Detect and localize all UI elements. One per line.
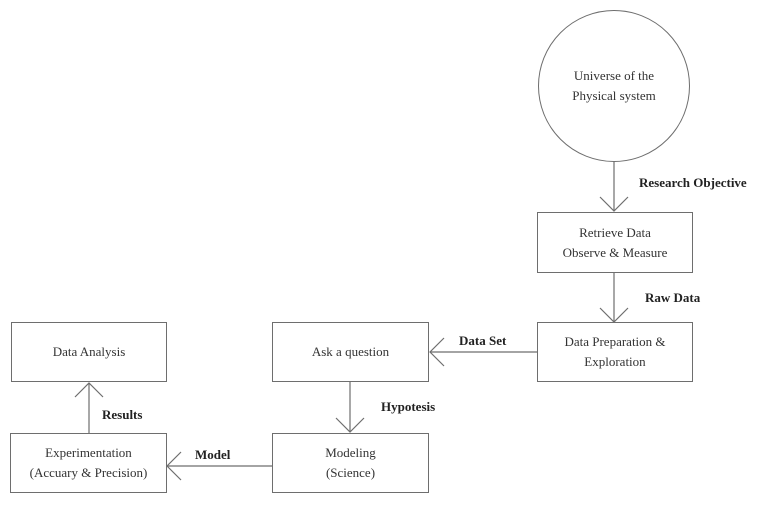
node-ask-question: Ask a question xyxy=(272,322,429,382)
edge-label-data-set: Data Set xyxy=(459,333,507,348)
node-modeling-line2: (Science) xyxy=(325,465,376,480)
edge-hypotesis-arrowhead xyxy=(335,417,365,433)
edge-label-results: Results xyxy=(102,407,143,422)
edge-label-research-objective: Research Objective xyxy=(639,175,747,190)
edge-model-arrowhead xyxy=(166,451,182,481)
node-experimentation-line1: Experimentation xyxy=(45,445,132,460)
node-experimentation: Experimentation (Accuary & Precision) xyxy=(10,433,167,493)
edge-label-raw-data: Raw Data xyxy=(645,290,701,305)
node-retrieve-data: Retrieve Data Observe & Measure xyxy=(537,212,693,273)
node-question-line1: Ask a question xyxy=(311,344,390,359)
node-universe-line2: Physical system xyxy=(572,88,656,103)
edge-label-model: Model xyxy=(195,447,231,462)
node-preparation-line1: Data Preparation & xyxy=(564,334,666,349)
edge-label-hypotesis: Hypotesis xyxy=(381,399,436,414)
node-retrieve-line1: Retrieve Data xyxy=(579,224,651,240)
node-data-analysis: Data Analysis xyxy=(11,322,167,382)
node-data-preparation: Data Preparation & Exploration xyxy=(537,322,693,382)
node-experimentation-line2: (Accuary & Precision) xyxy=(29,465,148,480)
edge-results-arrowhead xyxy=(74,382,104,398)
edge-research-objective-arrowhead xyxy=(599,196,629,212)
node-modeling-line1: Modeling xyxy=(325,445,376,460)
node-universe-line1: Universe of the xyxy=(573,68,655,83)
node-modeling: Modeling (Science) xyxy=(272,433,429,493)
node-retrieve-line2: Observe & Measure xyxy=(562,244,668,260)
node-universe: Universe of the Physical system xyxy=(538,10,690,162)
node-analysis-line1: Data Analysis xyxy=(52,344,126,359)
node-preparation-line2: Exploration xyxy=(584,354,646,369)
edge-data-set-arrowhead xyxy=(429,337,445,367)
